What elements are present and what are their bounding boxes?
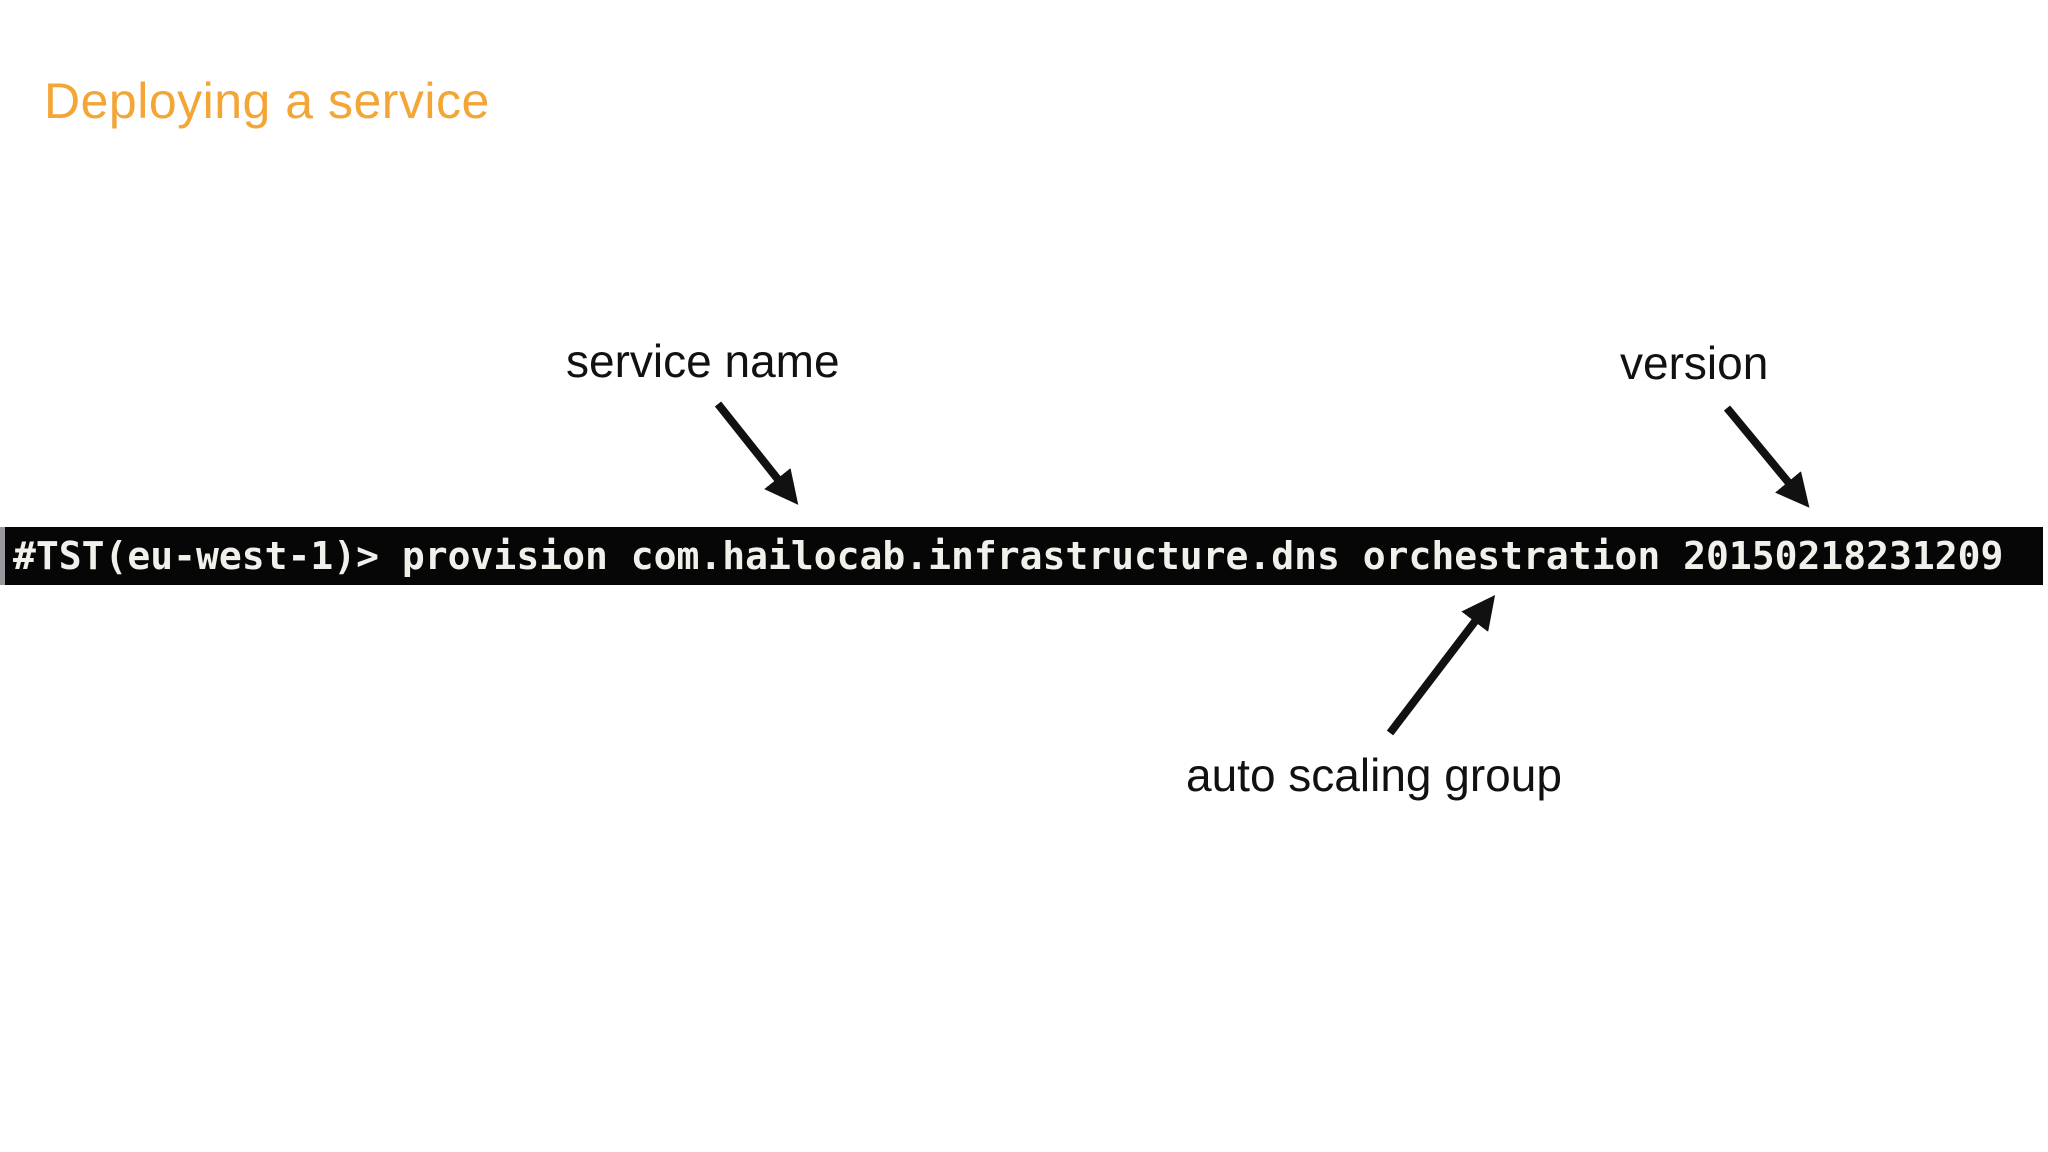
terminal-command-line: #TST(eu-west-1)> provision com.hailocab.… [13,534,2004,578]
slide-title: Deploying a service [44,73,490,129]
annotation-label-auto-scaling-group: auto scaling group [1186,749,1562,801]
terminal-window-edge [0,527,5,585]
auto-scaling-group-arrow [1386,594,1496,736]
terminal-bar: #TST(eu-west-1)> provision com.hailocab.… [0,527,2043,585]
annotation-label-version: version [1620,337,1769,389]
annotation-label-service-name: service name [566,335,840,387]
service-name-arrow [714,401,799,505]
version-arrow [1723,405,1810,508]
